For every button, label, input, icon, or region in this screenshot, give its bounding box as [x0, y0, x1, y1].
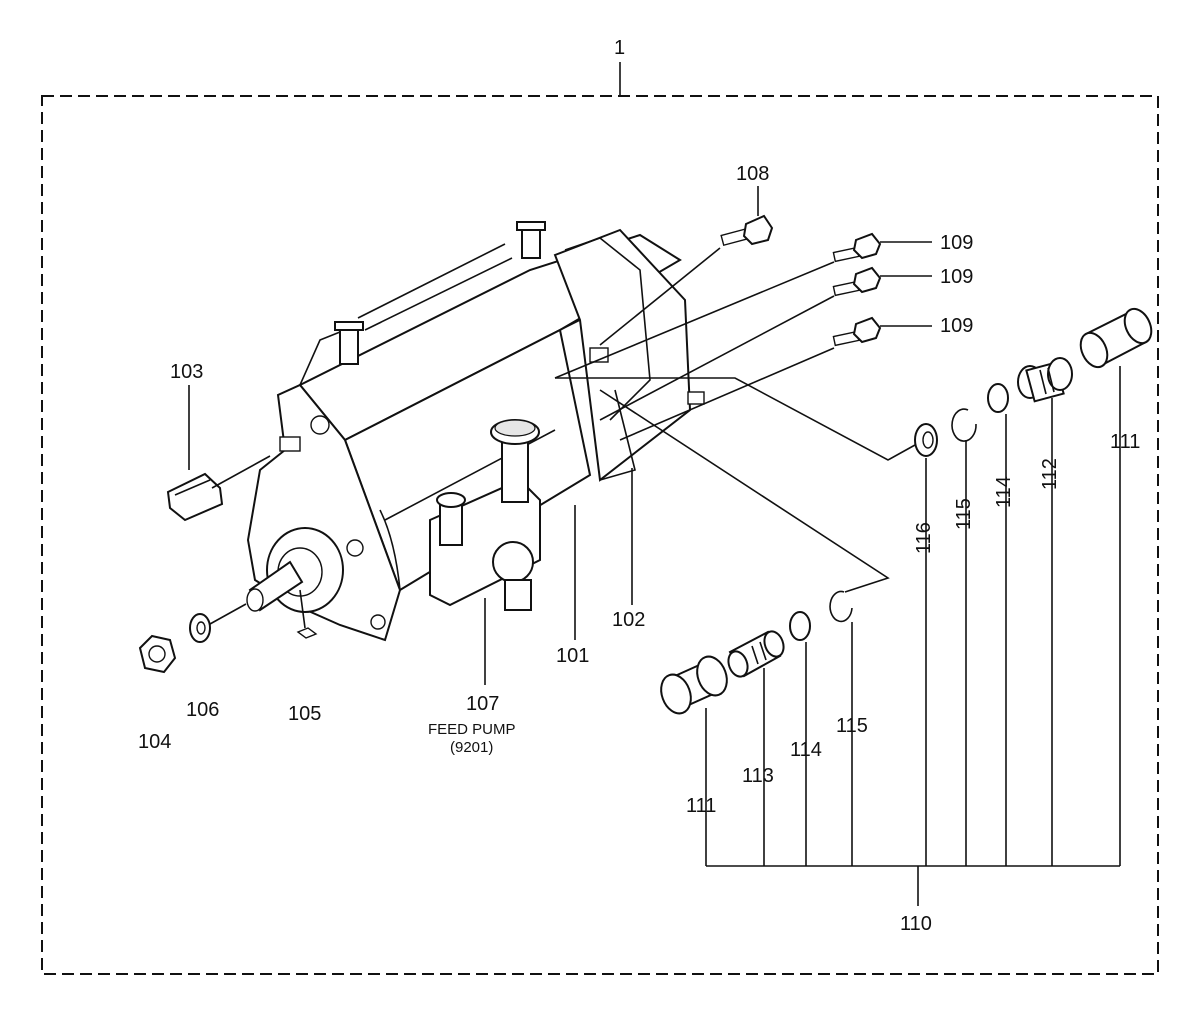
oring-114-left	[789, 611, 811, 866]
label-feed-pump-ref: (9201)	[450, 739, 493, 756]
label-111-left: 111	[686, 795, 716, 817]
snapring-115-right	[951, 408, 977, 866]
label-102: 102	[612, 609, 645, 631]
plug-113	[727, 630, 785, 866]
assembly-boundary	[41, 62, 1159, 975]
delivery-valves	[334, 221, 546, 365]
label-106: 106	[186, 699, 219, 721]
label-116: 116	[913, 522, 935, 554]
label-feed-pump-name: FEED PUMP	[428, 721, 516, 738]
label-109-c: 109	[940, 315, 973, 337]
nut-104	[138, 634, 177, 674]
cap-103	[166, 385, 271, 522]
label-115-left: 115	[836, 715, 868, 737]
key-105	[296, 589, 318, 639]
leaders-main	[484, 468, 633, 685]
label-109-a: 109	[940, 232, 973, 254]
label-108: 108	[736, 163, 769, 185]
cap-111-right	[1079, 307, 1153, 866]
bolt-109-b	[599, 266, 932, 421]
bolt-108	[599, 186, 774, 346]
label-101: 101	[556, 645, 589, 667]
label-109-b: 109	[940, 266, 973, 288]
label-104: 104	[138, 731, 171, 753]
kit-110-bracket	[706, 865, 1120, 906]
bolt-109-a	[554, 232, 932, 379]
seal-116	[914, 423, 938, 866]
label-113: 113	[742, 765, 774, 787]
label-110: 110	[900, 913, 932, 935]
label-112: 112	[1039, 458, 1061, 490]
cap-111-left	[660, 655, 728, 866]
feed-pump	[429, 419, 541, 611]
drive-shaft-hub	[246, 527, 344, 613]
label-103: 103	[170, 361, 203, 383]
oring-114-right	[987, 383, 1009, 866]
label-114-left: 114	[790, 739, 822, 761]
label-115-right: 115	[953, 498, 975, 530]
snapring-115-left	[829, 590, 853, 866]
label-105: 105	[288, 703, 321, 725]
plug-112	[1017, 357, 1073, 866]
washer-106	[189, 603, 247, 643]
label-107: 107	[466, 693, 499, 715]
label-assembly: 1	[614, 37, 625, 59]
kit-leaders	[555, 377, 916, 593]
bolt-109-c	[619, 316, 932, 441]
label-114-right: 114	[993, 476, 1015, 508]
label-111-right: 111	[1110, 431, 1140, 453]
